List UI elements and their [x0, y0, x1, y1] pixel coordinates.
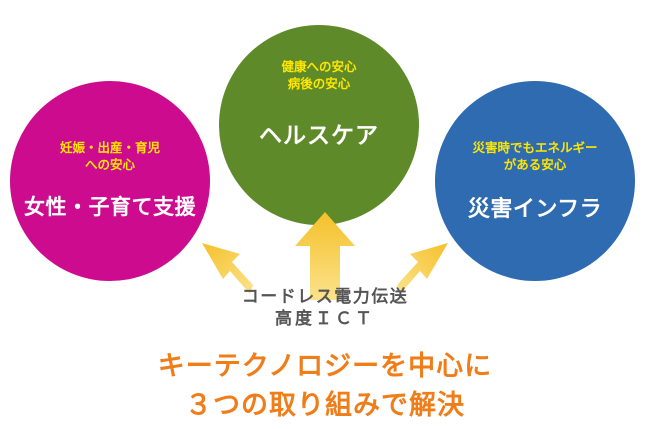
headline-line2: ３つの取り組みで解決: [185, 390, 465, 421]
disaster-sub-line2: がある安心: [503, 157, 567, 172]
disaster-sub-line1: 災害時でもエネルギー: [472, 140, 598, 155]
disaster-infrastructure-circle: 災害時でもエネルギー がある安心 災害インフラ: [435, 81, 635, 281]
up-arrow: [295, 212, 355, 300]
women-sub-line1: 妊娠・出産・育児: [59, 140, 160, 155]
women-sub-line2: への安心: [84, 157, 135, 172]
right-arrow: [397, 243, 448, 294]
healthcare-circle: 健康への安心 病後の安心 ヘルスケア: [219, 25, 419, 225]
technology-line2: 高度ＩＣＴ: [275, 309, 375, 329]
health-main-label: ヘルスケア: [259, 123, 379, 149]
left-arrow: [202, 243, 253, 294]
women-main-label: 女性・子育て支援: [24, 195, 196, 219]
health-sub-line2: 病後の安心: [287, 76, 351, 91]
women-childcare-circle: 妊娠・出産・育児 への安心 女性・子育て支援: [10, 81, 210, 281]
disaster-main-label: 災害インフラ: [467, 197, 603, 222]
headline-line1: キーテクノロジーを中心に: [157, 351, 493, 382]
technology-line1: コードレス電力伝送: [241, 287, 409, 307]
health-sub-line1: 健康への安心: [281, 59, 357, 74]
